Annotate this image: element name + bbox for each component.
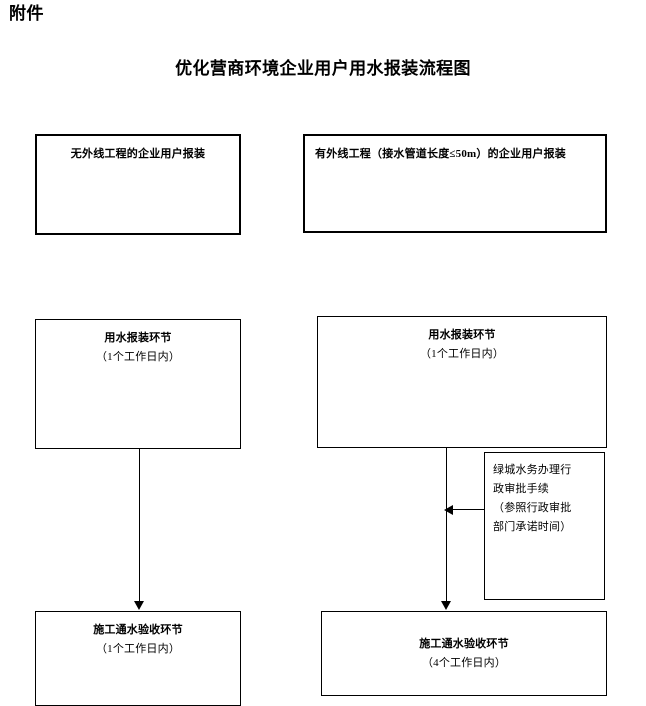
arrow-down-icon-left xyxy=(134,601,144,610)
box-right-step-title: 用水报装环节 xyxy=(428,329,496,341)
box-left-step-title: 用水报装环节 xyxy=(104,332,172,344)
box-left-step-duration: （1个工作日内） xyxy=(95,351,181,363)
box-side-approval-line1: 绿城水务办理行 xyxy=(493,464,572,476)
page-title: 优化营商环境企业用户用水报装流程图 xyxy=(175,59,471,78)
arrow-left-icon-side xyxy=(444,505,453,515)
connector-side-horizontal xyxy=(452,509,484,510)
box-left-step: 用水报装环节 （1个工作日内） xyxy=(35,319,241,449)
box-right-start: 有外线工程（接水管道长度≤50m）的企业用户报装 xyxy=(303,134,607,233)
box-side-approval-line4: 部门承诺时间） xyxy=(493,521,572,533)
box-right-step: 用水报装环节 （1个工作日内） xyxy=(317,316,607,448)
box-left-start-text: 无外线工程的企业用户报装 xyxy=(70,148,206,160)
box-left-end: 施工通水验收环节 （1个工作日内） xyxy=(35,611,241,706)
box-right-step-duration: （1个工作日内） xyxy=(419,348,505,360)
connector-right-vertical xyxy=(446,448,447,603)
connector-left-vertical xyxy=(139,449,140,603)
box-right-end-title: 施工通水验收环节 xyxy=(419,637,509,650)
box-right-end: 施工通水验收环节 （4个工作日内） xyxy=(321,611,607,696)
box-left-end-title: 施工通水验收环节 xyxy=(93,624,183,636)
box-side-approval-line2: 政审批手续 xyxy=(493,483,549,495)
attachment-label: 附件 xyxy=(9,4,44,23)
box-left-end-duration: （1个工作日内） xyxy=(95,643,181,655)
box-side-approval-line3: （参照行政审批 xyxy=(493,502,572,514)
box-right-start-text: 有外线工程（接水管道长度≤50m）的企业用户报装 xyxy=(315,148,566,160)
box-left-start: 无外线工程的企业用户报装 xyxy=(35,134,241,235)
box-side-approval: 绿城水务办理行 政审批手续 （参照行政审批 部门承诺时间） xyxy=(484,452,605,600)
box-right-end-duration: （4个工作日内） xyxy=(421,656,507,669)
arrow-down-icon-right xyxy=(441,601,451,610)
